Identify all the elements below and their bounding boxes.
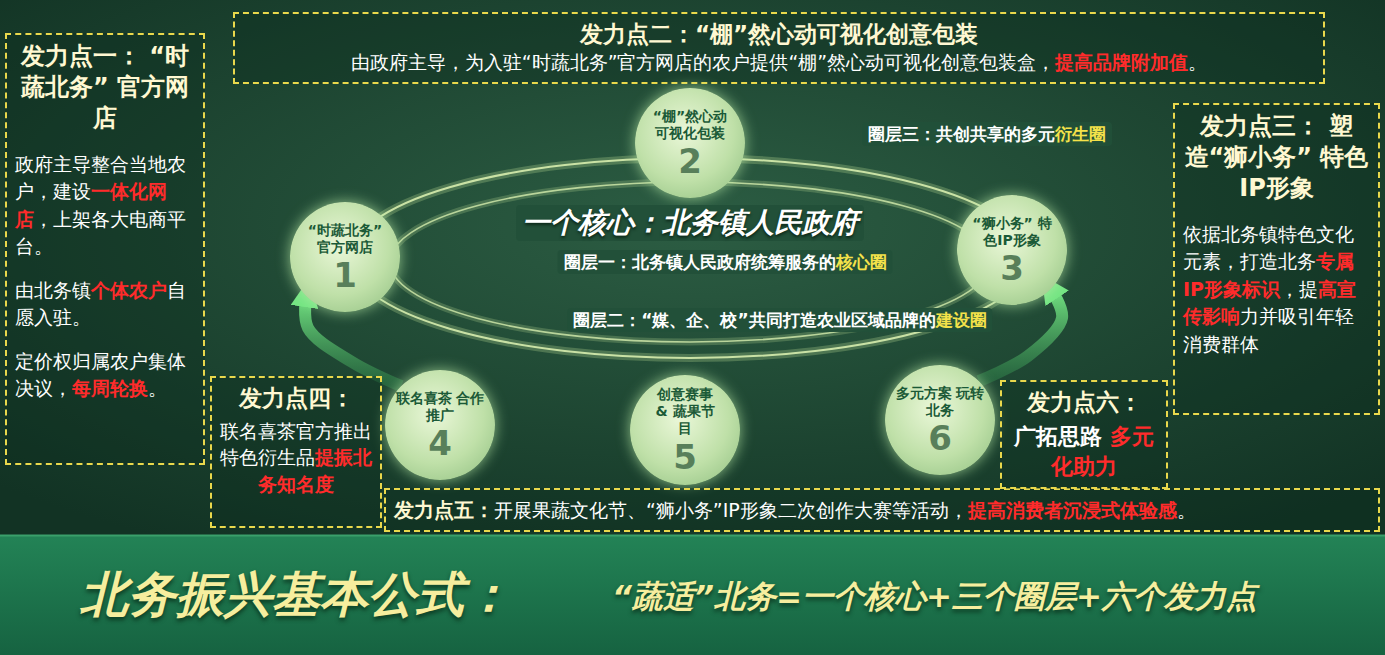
strategy-box: 发力点四： 联名喜茶官方推出特色衍生品提振北务知名度 [210, 376, 382, 528]
circle-label: 多元方案 玩转北务 [895, 385, 985, 419]
highlight-run: 个体农户 [91, 279, 167, 301]
text-run: 由北务镇 [15, 279, 91, 301]
circle-number: 5 [673, 440, 697, 474]
strategy-box: 发力点一： “时蔬北务” 官方网店政府主导整合当地农户，建设一体化网店，上架各大… [5, 33, 205, 465]
circle-label: “棚”然心动 可视化包装 [645, 108, 735, 142]
highlight-run: 每周轮换 [72, 377, 148, 399]
strategy-box: 发力点二：“棚”然心动可视化创意包装由政府主导，为入驻“时蔬北务”官方网店的农户… [233, 12, 1325, 84]
layer-label: 圈层一：北务镇人民政府统筹服务的核心圈 [558, 250, 893, 274]
box-heading: 发力点一： “时蔬北务” 官方网店 [15, 41, 195, 135]
point-circle: “狮小务” 特色IP形象3 [957, 195, 1067, 305]
box-body: 由政府主导，为入驻“时蔬北务”官方网店的农户提供“棚”然心动可视化创意包装盒，提… [243, 50, 1315, 76]
circle-label: 联名喜茶 合作推广 [395, 390, 485, 424]
text-run: 。 [1177, 499, 1196, 521]
circle-number: 4 [428, 426, 452, 460]
box-heading: 发力点六： [1010, 388, 1158, 418]
point-circle: “时蔬北务” 官方网店1 [290, 202, 400, 312]
text-run: 由政府主导，为入驻“时蔬北务”官方网店的农户提供“棚”然心动可视化创意包装盒， [351, 51, 1055, 73]
box-body: 政府主导整合当地农户，建设一体化网店，上架各大电商平台。 [15, 151, 195, 261]
layer-label: 圈层三：共创共享的多元衍生圈 [862, 122, 1112, 146]
inner-orbit [390, 182, 990, 342]
highlight-run: 衍生圈 [1055, 124, 1106, 144]
highlight-run: 建设圈 [936, 310, 987, 330]
text-run: 。 [1188, 51, 1207, 73]
point-circle: 创意赛事 & 蔬果节目 5 [630, 375, 740, 485]
point-circle: 联名喜茶 合作推广4 [385, 370, 495, 480]
circle-label: “时蔬北务” 官方网店 [300, 222, 390, 256]
text-run: 开展果蔬文化节、“狮小务”IP形象二次创作大赛等活动， [494, 499, 968, 521]
text-run: 圈层三：共创共享的多元 [868, 124, 1055, 144]
box-heading: 发力点三： 塑造“狮小务” 特色IP形象 [1183, 111, 1370, 205]
box-body: 由北务镇个体农户自愿入驻。 [15, 277, 195, 332]
box-body: 依据北务镇特色文化元素，打造北务专属IP形象标识，提高宣传影响力并吸引年轻消费群… [1183, 221, 1370, 359]
formula-title: 北务振兴基本公式： [80, 566, 512, 624]
core-label: 一个核心：北务镇人民政府 [516, 205, 864, 241]
upper-ground [0, 0, 1385, 535]
text-run: 广拓思路 [1014, 424, 1110, 449]
text-run: 圈层二：“媒、企、校”共同打造农业区域品牌的 [573, 310, 935, 330]
highlight-run: 提高消费者沉浸式体验感 [968, 499, 1177, 521]
text-run: ，上架各大电商平台。 [15, 208, 186, 258]
text-run: 。 [148, 377, 167, 399]
circle-number: 2 [678, 144, 702, 178]
highlight-run: 提高品牌附加值 [1055, 51, 1188, 73]
layer-label: 圈层二：“媒、企、校”共同打造农业区域品牌的建设圈 [567, 308, 992, 332]
circle-number: 3 [1000, 251, 1024, 285]
box-heading: 发力点二：“棚”然心动可视化创意包装 [243, 20, 1315, 50]
point-circle: 多元方案 玩转北务6 [885, 365, 995, 475]
box-heading: 发力点五： [394, 498, 494, 522]
strategy-box: 发力点三： 塑造“狮小务” 特色IP形象依据北务镇特色文化元素，打造北务专属IP… [1173, 103, 1380, 415]
text-run: ，提 [1280, 278, 1318, 300]
box-body: 联名喜茶官方推出特色衍生品提振北务知名度 [220, 418, 372, 498]
circle-number: 6 [928, 421, 952, 455]
box-body: 广拓思路 多元化助力 [1010, 422, 1158, 481]
box-body: 定价权归属农户集体决议，每周轮换。 [15, 348, 195, 403]
circle-label: “狮小务” 特色IP形象 [967, 215, 1057, 249]
highlight-run: 核心圈 [836, 252, 887, 272]
circle-label: 创意赛事 & 蔬果节目 [655, 386, 715, 436]
box-body: 开展果蔬文化节、“狮小务”IP形象二次创作大赛等活动，提高消费者沉浸式体验感。 [494, 499, 1196, 521]
orbit-glow [390, 182, 990, 342]
formula-band [0, 535, 1385, 655]
circle-number: 1 [333, 258, 357, 292]
formula-caption: “蔬适”北务=一个核心+三个圈层+六个发力点 [612, 578, 1257, 615]
strategy-box: 发力点六： 广拓思路 多元化助力 [1000, 380, 1168, 489]
band-edge [0, 535, 1385, 537]
box-heading: 发力点四： [220, 384, 372, 414]
text-run: 圈层一：北务镇人民政府统筹服务的 [564, 252, 836, 272]
point-circle: “棚”然心动 可视化包装2 [635, 88, 745, 198]
strategy-box: 发力点五：开展果蔬文化节、“狮小务”IP形象二次创作大赛等活动，提高消费者沉浸式… [384, 488, 1380, 532]
